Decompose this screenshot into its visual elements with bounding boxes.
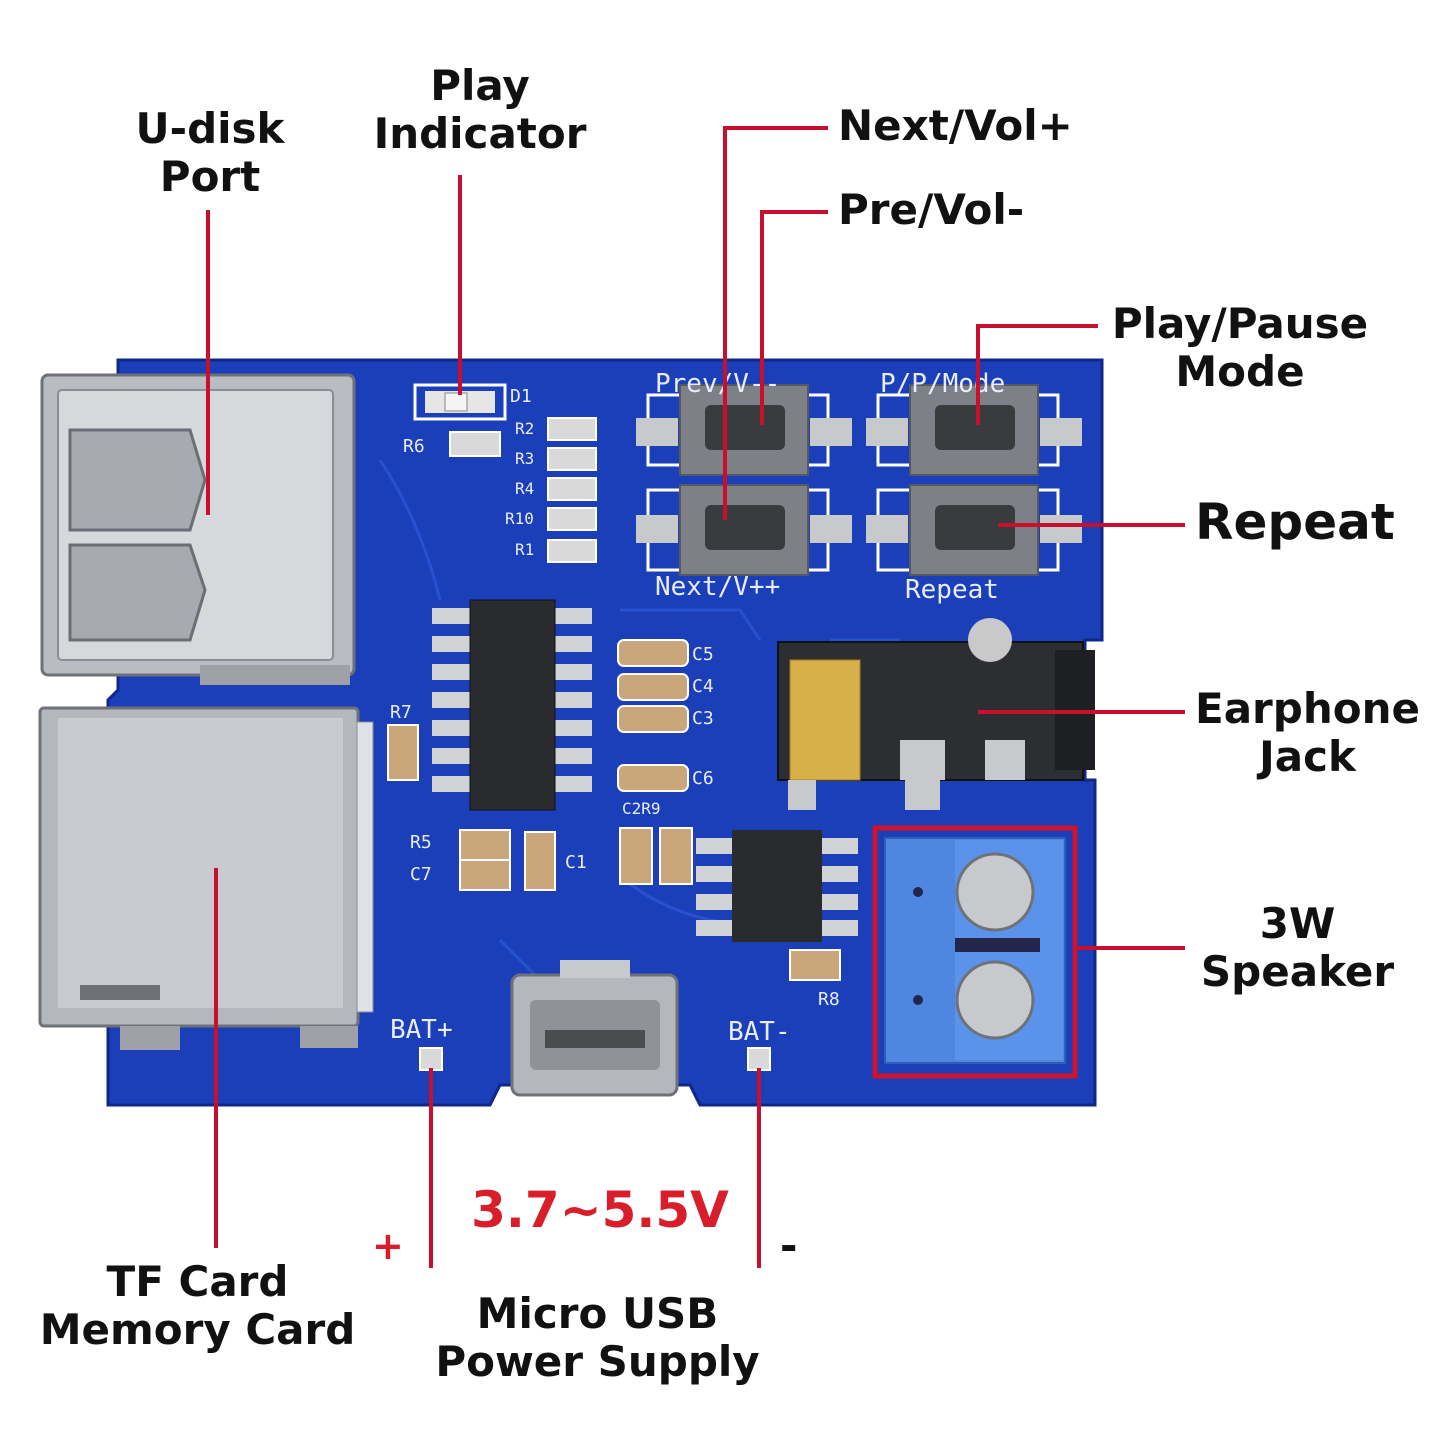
silk-r7: R7 [390,702,412,723]
bat-minus-pad [747,1047,771,1071]
silk-r4: R4 [515,479,534,498]
tf-card-slot [38,706,374,1050]
capacitors [387,639,841,981]
button-repeat [866,484,1082,576]
leader-next-vol [723,126,828,520]
silk-c5: C5 [692,644,714,665]
leader-pre-vol [760,210,828,425]
micro-usb-line2: Power Supply [435,1337,760,1387]
play-pause-line2: Mode [1175,347,1305,397]
silk-d1: D1 [510,386,532,407]
silk-c2r9: C2R9 [622,799,661,818]
play-pause-line1: Play/Pause [1111,299,1369,348]
silk-r2: R2 [515,419,534,438]
main-ic [432,599,592,811]
speaker-terminal [872,825,1078,1079]
silk-r8: R8 [818,989,840,1010]
amplifier-ic [696,830,858,942]
earphone-jack-line2: Jack [1259,732,1356,782]
play-indicator-label: Play Indicator [355,61,605,159]
repeat-label: Repeat [1195,493,1395,551]
silk-c6: C6 [692,768,714,789]
silk-pp-mode: P/P/Mode [880,369,1005,399]
speaker-line2: Speaker [1200,947,1395,997]
earphone-jack-line1: Earphone [1195,684,1420,733]
silk-bat-minus: BAT- [728,1017,791,1047]
button-next [636,484,852,576]
silk-c7: C7 [410,864,432,885]
earphone-jack-label: Earphone Jack [1185,684,1430,782]
silk-r6: R6 [403,436,425,457]
button-play-pause [866,384,1082,476]
silk-r3: R3 [515,449,534,468]
silk-c4: C4 [692,676,714,697]
minus-sign: - [780,1221,798,1270]
leader-play-pause [976,324,1098,425]
silk-r10: R10 [505,509,534,528]
leader-lines [206,126,1185,1268]
pre-vol-label: Pre/Vol- [838,185,1025,234]
silk-c1: C1 [565,852,587,873]
bat-plus-pad [419,1047,443,1071]
speaker-label: 3W Speaker [1185,899,1410,997]
usb-a-port [40,373,356,685]
silk-bat-plus: BAT+ [390,1015,453,1045]
micro-usb-label: Micro USB Power Supply [420,1289,775,1387]
udisk-port-line1: U-disk [135,104,285,153]
udisk-port-line2: Port [159,152,261,202]
play-indicator-line1: Play [430,61,530,110]
silk-c3: C3 [692,708,714,729]
play-pause-label: Play/Pause Mode [1100,299,1380,397]
play-indicator-line2: Indicator [373,109,587,159]
speaker-line1: 3W [1259,899,1336,948]
silk-next: Next/V++ [655,572,780,602]
voltage-label: 3.7~5.5V [471,1181,729,1239]
led-d1 [413,383,507,421]
micro-usb-port [510,960,679,1097]
silk-prev: Prev/V-- [655,369,780,399]
tf-card-label: TF Card Memory Card [25,1257,370,1355]
resistor-array [449,417,597,563]
plus-sign: + [372,1224,404,1268]
tf-card-line1: TF Card [106,1257,289,1306]
silk-r5: R5 [410,832,432,853]
silk-repeat: Repeat [905,575,999,605]
udisk-port-label: U-disk Port [110,104,310,202]
tf-card-line2: Memory Card [39,1305,356,1355]
micro-usb-line1: Micro USB [476,1289,719,1338]
next-vol-label: Next/Vol+ [838,101,1073,150]
silk-r1: R1 [515,540,534,559]
